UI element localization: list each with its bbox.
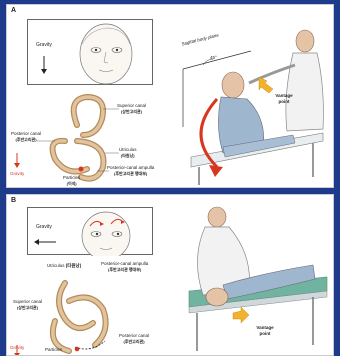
vantage-label-a: Vantage point — [273, 93, 295, 104]
particles-label-b: Particles — [45, 347, 62, 353]
utriculus-label-b: Utriculus (타원낭) — [47, 263, 81, 269]
clinical-scene-b — [163, 195, 333, 355]
superior-canal-label-b: Superior canal (상반고리관) — [13, 299, 42, 310]
ampulla-ko-b: (후반고리관 팽대부) — [101, 267, 148, 273]
particles-label-a: Particles (이석) — [63, 175, 80, 186]
face-inset-a: Gravity — [27, 19, 153, 85]
posterior-canal-ko-b: (후반고리관) — [119, 339, 149, 345]
clinical-scene-a — [163, 7, 333, 187]
superior-canal-en-b: Superior canal — [13, 299, 42, 304]
posterior-canal-ko-a: (후반고리관) — [11, 137, 41, 143]
ampulla-label-b: Posterior-canal ampulla (후반고리관 팽대부) — [101, 261, 148, 272]
superior-canal-label-a: Superior canal (상반고리관) — [117, 103, 146, 114]
ampulla-en-a: Posterior-canal ampulla — [107, 165, 154, 170]
face-drawing-b — [28, 208, 154, 256]
superior-canal-ko-a: (상반고리관) — [117, 109, 146, 115]
utriculus-en-a: Utriculus — [119, 147, 137, 152]
panel-b-letter: B — [11, 197, 16, 204]
utriculus-ko-b: (타원낭) — [66, 263, 81, 268]
panel-a-letter: A — [11, 7, 16, 14]
panel-b: B Gravity — [6, 194, 334, 356]
particles-ko-a: (이석) — [63, 181, 80, 187]
posterior-canal-en-b: Posterior canal — [119, 333, 149, 338]
superior-canal-ko-b: (상반고리관) — [13, 305, 42, 311]
particles-en-a: Particles — [63, 175, 80, 180]
figure-frame: A Gravity — [6, 4, 334, 356]
utriculus-en-b: Utriculus — [47, 263, 65, 268]
posterior-canal-label-b: Posterior canal (후반고리관) — [119, 333, 149, 344]
utriculus-label-a: Utriculus (타원낭) — [119, 147, 137, 158]
ampulla-en-b: Posterior-canal ampulla — [101, 261, 148, 266]
gravity-label-a: Gravity — [36, 42, 52, 48]
gravity-red-label-b: Gravity — [10, 345, 24, 351]
vantage-label-b: Vantage point — [253, 325, 277, 336]
superior-canal-en-a: Superior canal — [117, 103, 146, 108]
gravity-red-label-a: Gravity — [10, 171, 24, 177]
ampulla-label-a: Posterior-canal ampulla (후반고리관 팽대부) — [107, 165, 154, 176]
posterior-canal-label-a: Posterior canal (후반고리관) — [11, 131, 41, 142]
angle-label: 45° — [210, 55, 217, 61]
posterior-canal-en-a: Posterior canal — [11, 131, 41, 136]
face-inset-b: Gravity — [27, 207, 153, 255]
panel-a: A Gravity — [6, 4, 334, 188]
gravity-label-b: Gravity — [36, 224, 52, 230]
face-drawing-a — [28, 20, 154, 86]
ampulla-ko-a: (후반고리관 팽대부) — [107, 171, 154, 177]
utriculus-ko-a: (타원낭) — [119, 153, 137, 159]
